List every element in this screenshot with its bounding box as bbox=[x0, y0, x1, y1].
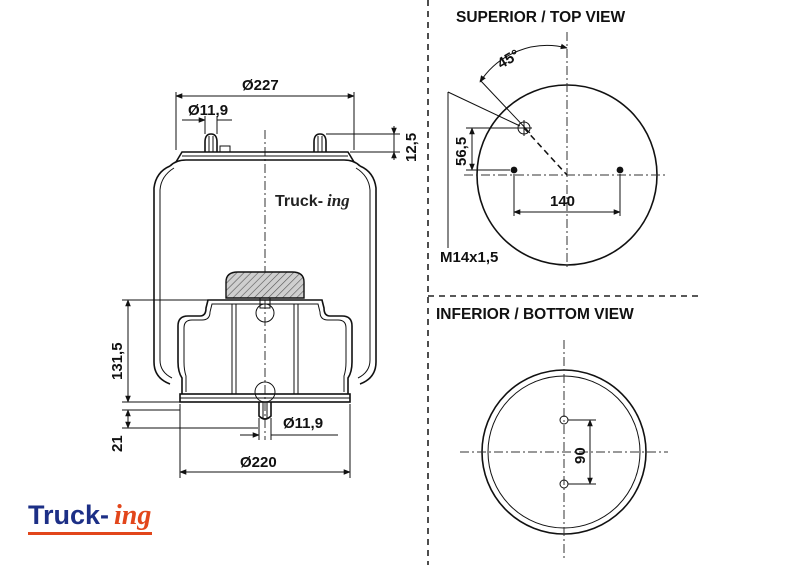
top-stud-left bbox=[204, 133, 231, 153]
svg-text:Ø220: Ø220 bbox=[240, 454, 277, 471]
section-dividers bbox=[427, 0, 700, 565]
bottom-stud bbox=[258, 402, 272, 420]
svg-text:45°: 45° bbox=[495, 46, 523, 72]
top-stud-hole-right bbox=[616, 166, 624, 174]
svg-text:131,5: 131,5 bbox=[109, 342, 126, 380]
logo-main: Truck- bbox=[28, 500, 109, 530]
top-stud-hole-left bbox=[510, 166, 518, 174]
dim-bottom-bolt: Ø11,9 bbox=[240, 415, 338, 440]
body-brand-main: Truck- bbox=[275, 193, 323, 210]
dim-thread: M14x1,5 bbox=[440, 91, 521, 266]
svg-text:56,5: 56,5 bbox=[453, 137, 470, 166]
svg-text:Ø11,9: Ø11,9 bbox=[283, 415, 323, 432]
top-bead-plate bbox=[169, 133, 361, 167]
svg-text:Ø227: Ø227 bbox=[242, 77, 279, 94]
bumper bbox=[225, 271, 305, 403]
dim-height: 131,5 bbox=[109, 299, 232, 403]
top-stud-right bbox=[313, 133, 327, 152]
svg-text:140: 140 bbox=[550, 193, 575, 210]
svg-text:21: 21 bbox=[109, 435, 126, 452]
dim-spacing: 140 bbox=[513, 174, 621, 216]
dim-base-height: 21 bbox=[109, 409, 258, 452]
bellow bbox=[153, 165, 377, 385]
dim-offset: 56,5 bbox=[453, 127, 518, 171]
dim-stud-height: 12,5 bbox=[326, 126, 420, 162]
bottom-view: INFERIOR / BOTTOM VIEW 90 bbox=[436, 306, 668, 560]
svg-text:12,5: 12,5 bbox=[403, 133, 420, 162]
svg-text:Ø11,9: Ø11,9 bbox=[188, 102, 228, 119]
logo-underline bbox=[28, 532, 152, 535]
svg-text:M14x1,5: M14x1,5 bbox=[440, 249, 498, 266]
dim-top-diameter: Ø227 bbox=[175, 77, 355, 150]
dim-angle: 45° bbox=[479, 43, 568, 83]
brand-logo: Truck- ing bbox=[28, 500, 152, 535]
dim-bottom-diameter: Ø220 bbox=[179, 404, 351, 478]
top-view-header: SUPERIOR / TOP VIEW bbox=[456, 9, 625, 26]
dim-top-bolt: Ø11,9 bbox=[182, 102, 232, 134]
bottom-view-header: INFERIOR / BOTTOM VIEW bbox=[436, 306, 634, 323]
top-view: SUPERIOR / TOP VIEW 45° 56,5 bbox=[440, 9, 668, 270]
side-view: Truck- ing Ø227 Ø11,9 12,5 bbox=[109, 77, 420, 478]
svg-text:90: 90 bbox=[572, 447, 589, 464]
dim-bottom-spacing: 90 bbox=[568, 419, 596, 485]
body-brand-suffix: ing bbox=[327, 191, 350, 210]
logo-suffix: ing bbox=[114, 500, 151, 531]
